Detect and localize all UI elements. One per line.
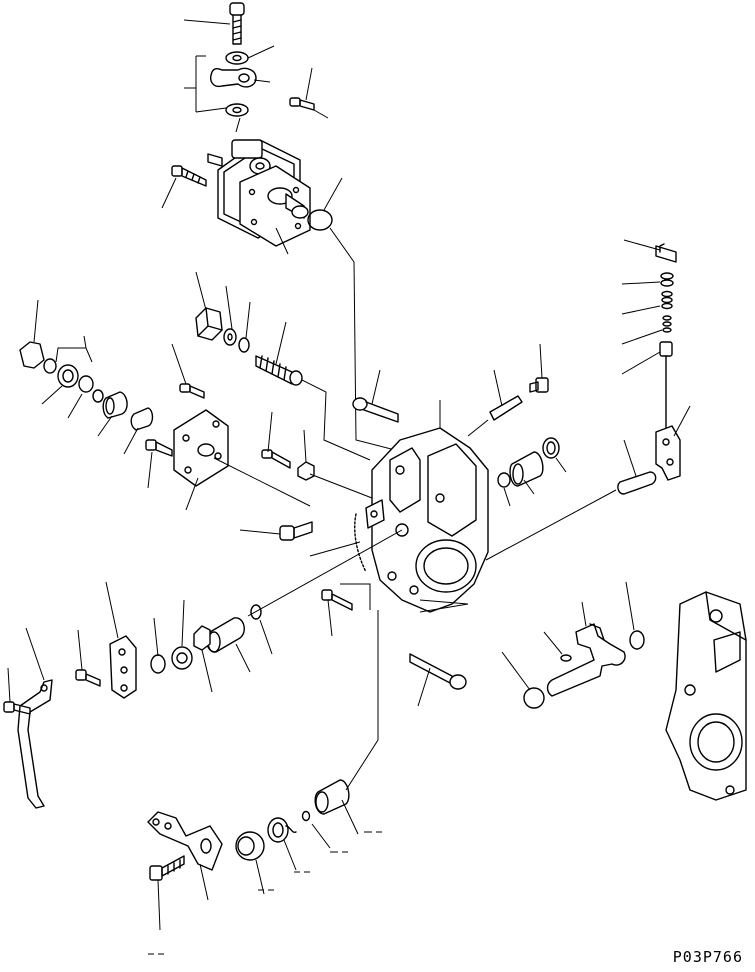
- spring-clip: [624, 240, 676, 262]
- bottom-small-ring: [303, 812, 331, 849]
- cover-bolt-left: [146, 440, 172, 488]
- left-nut-leader: [310, 474, 372, 498]
- main-housing: [372, 400, 488, 612]
- upper-pin: [468, 370, 522, 436]
- upper-small-bolt: [530, 344, 548, 392]
- lower-o-ring: [251, 605, 272, 654]
- o-ring-top: [308, 178, 395, 450]
- lower-washer-a: [172, 600, 192, 669]
- housing-ring: [543, 438, 566, 472]
- housing-o-ring: [498, 473, 510, 506]
- spring-1: [622, 273, 673, 286]
- lower-lever-plate: [18, 628, 52, 808]
- top-washer-1: [226, 46, 274, 64]
- bottom-cylinder: [236, 832, 264, 894]
- bottom-lever: [148, 812, 222, 900]
- stud-bolt: [322, 584, 370, 636]
- housing-gasket: [355, 500, 384, 572]
- cover-plate: [240, 166, 310, 254]
- upper-bolt-long: [353, 370, 398, 422]
- lower-bracket: [106, 582, 136, 698]
- right-shaft-lever: [548, 602, 626, 696]
- bottom-fitting: [315, 610, 378, 834]
- left-bolt-a: [172, 344, 204, 398]
- lever-arm: [656, 406, 690, 480]
- lower-pin: [207, 618, 250, 672]
- right-key: [544, 632, 571, 661]
- long-bolt-lower: [410, 654, 466, 706]
- left-bolt-b: [262, 412, 290, 468]
- housing-fitting: [510, 452, 543, 494]
- top-bolt: [184, 3, 244, 44]
- nut-hex-upper: [196, 272, 222, 340]
- left-nut-stack: [20, 300, 44, 368]
- left-nut-small: [298, 430, 314, 480]
- left-o-ring-a: [93, 390, 103, 402]
- lower-nut: [194, 626, 212, 692]
- center-screw: [240, 522, 312, 540]
- washer-upper-b: [239, 302, 250, 352]
- bottom-bolt: [150, 856, 184, 930]
- lower-lever-bolt: [4, 668, 30, 714]
- lower-washer-b: [151, 618, 165, 673]
- right-ring-a: [502, 652, 544, 708]
- spring-2: [622, 292, 672, 315]
- lever-rod: [622, 342, 672, 430]
- gasket-leader: [310, 542, 360, 556]
- cover-bolt: [162, 166, 206, 208]
- spring-sleeve: [256, 322, 370, 460]
- small-screw-top: [290, 68, 328, 118]
- right-housing-detail: [666, 592, 746, 800]
- lower-small-bolt: [76, 630, 100, 686]
- banjo-fitting: [211, 68, 270, 86]
- left-cylinder: [124, 408, 153, 454]
- bottom-spring: [268, 818, 296, 870]
- left-bushing: [98, 392, 127, 436]
- drawing-reference-code: P03P766: [672, 948, 743, 966]
- cover-plate-left: [174, 410, 310, 510]
- bracket-leader: [184, 56, 226, 112]
- top-washer-2: [226, 104, 248, 116]
- right-ring-b: [626, 582, 644, 649]
- right-pin: [486, 440, 656, 560]
- spring-3: [622, 316, 671, 344]
- washer-upper-a: [224, 286, 236, 345]
- left-washers: [42, 336, 93, 418]
- shaft-leader: [248, 530, 402, 616]
